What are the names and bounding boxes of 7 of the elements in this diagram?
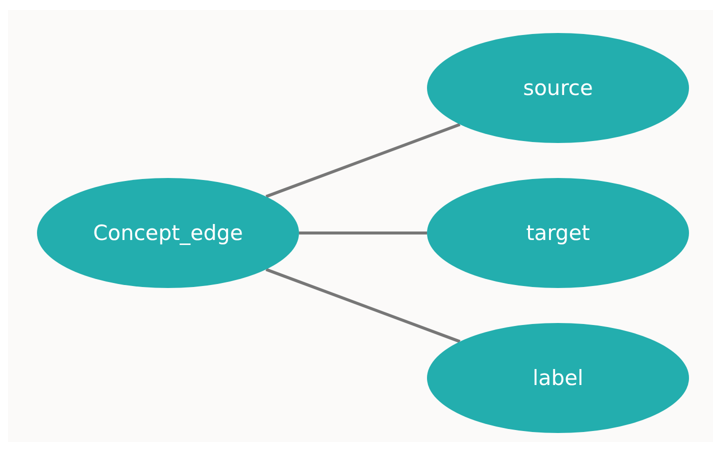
connector-line bbox=[299, 232, 427, 234]
connector-line bbox=[266, 268, 460, 343]
node-label: label bbox=[532, 366, 584, 390]
node-label: source bbox=[523, 76, 593, 100]
node-label: target bbox=[526, 221, 590, 245]
connector-line bbox=[266, 123, 460, 198]
node-label: Concept_edge bbox=[93, 221, 243, 245]
